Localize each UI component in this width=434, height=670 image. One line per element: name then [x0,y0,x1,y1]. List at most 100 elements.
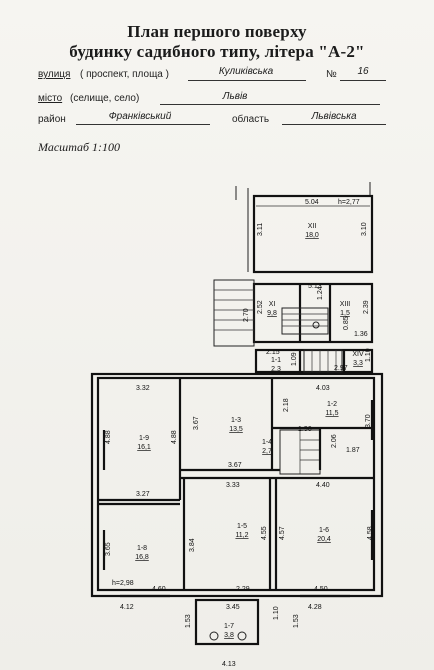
plan-title-line2: будинку садибного типу, літера "А-2" [69,42,365,61]
dimension-label: 2.39 [363,300,370,314]
main-block [90,372,384,598]
dimension-label: 4.88 [105,430,112,444]
dimension-label: 5.04 [305,199,319,206]
city-label: місто [38,93,63,104]
street-label: вулиця [38,69,71,80]
room-number-1-7: 1-7 [224,623,234,630]
dimension-label: 4.13 [222,661,236,668]
city-value: Львів [222,91,248,102]
dimension-label: 1.36 [354,331,368,338]
room-1-1-xiv [254,348,374,374]
dimension-label: 4.50 [314,586,328,593]
plan-title-line1: План першого поверху [127,22,307,41]
dimension-label: 4.58 [367,526,374,540]
dimension-label: 3.32 [136,385,150,392]
dimension-label: 0.85 [343,316,350,330]
room-area-xii: 18,0 [305,232,319,239]
dimension-label: 3.45 [226,604,240,611]
dimension-label: 3.67 [228,462,242,469]
room-xii [235,182,374,274]
dimension-label: h=2,98 [112,580,134,587]
dimension-label: 3.11 [257,223,264,236]
column-symbol [237,631,247,641]
dimension-label: 3.27 [136,491,150,498]
room-number-1-6: 1-6 [319,527,329,534]
number-value: 16 [357,66,369,77]
street-value: Куликівська [218,66,274,77]
dimension-label: 4.03 [316,385,330,392]
dimension-label: 5.13 [308,283,322,290]
fixture-symbol [312,321,320,329]
stair-xiv [303,349,343,373]
room-area-xiii: 1,5 [340,310,350,317]
main-inner-walls [96,376,376,592]
room-area-1-2: 11,5 [325,410,338,417]
external-stairs [213,279,255,347]
city-hint: (селище, село) [70,93,140,104]
room-number-xi: XI [269,301,276,308]
dimension-label: 1.10 [365,348,372,362]
scale-label: Масштаб 1:100 [38,140,121,154]
dimension-label: 2.97 [334,365,348,372]
room-number-xii: XII [308,223,317,230]
dimension-label: 1.09 [291,352,298,366]
dimension-label: 1.53 [185,614,192,628]
dimension-label: 2.29 [236,586,250,593]
region-underline [282,124,386,125]
street-underline [188,80,306,81]
dimension-label: 3.84 [189,538,196,552]
dimension-label: 1.24 [317,286,324,300]
room-number-1-9: 1-9 [139,435,149,442]
dimension-label: 4.55 [261,526,268,540]
room-xi-xiii [252,282,374,344]
dimension-label: 1.10 [273,606,280,620]
dimension-label: 1.87 [346,447,360,454]
room-number-1-4: 1-4 [262,439,272,446]
main-walls [90,372,384,598]
room-number-1-2: 1-2 [327,401,337,408]
dimension-label: 3.10 [361,222,368,236]
stair-block [213,279,255,347]
dimension-label: 4.12 [120,604,134,611]
room-area-1-3: 13,5 [229,426,243,433]
region-value: Львівська [311,111,357,122]
city-underline [160,104,380,105]
room-xii-walls [252,194,374,274]
dimension-label: 2.06 [331,434,338,448]
room-number-1-5: 1-5 [237,523,247,530]
room-number-1-8: 1-8 [137,545,147,552]
dimension-label: 4.88 [171,430,178,444]
room-number-xiv: XIV [352,351,364,358]
dimension-label: 2.52 [257,300,264,314]
region-label: область [232,114,270,125]
room-area-1-7: 3,8 [224,632,234,639]
dimension-label: 4.57 [279,526,286,540]
district-label: район [38,114,66,125]
street-hint: ( проспект, площа ) [80,69,169,80]
dimension-label: 4.28 [308,604,322,611]
column-symbol [209,631,219,641]
dimension-label: 3.33 [226,482,240,489]
room-number-1-1: 1-1 [271,357,281,364]
dimension-label: 3.70 [365,414,372,428]
number-label: № [326,69,337,80]
district-value: Франківський [108,111,172,122]
room-area-xiv: 3,3 [353,360,363,367]
dimension-label: 2.15 [266,349,280,356]
district-underline [76,124,210,125]
room-area-xi: 9,8 [267,310,277,317]
dimension-label: 2.70 [243,308,250,322]
room-number-1-3: 1-3 [231,417,241,424]
dimension-label: 4.40 [316,482,330,489]
room-number-xiii: XIII [340,301,351,308]
dimension-label: 2.18 [283,398,290,412]
room-1-7 [194,598,260,646]
dimension-label: 3.65 [105,542,112,556]
dimension-label: 3.67 [193,416,200,430]
room-area-1-1: 2,3 [271,366,281,373]
stair-xi [281,307,329,335]
room-area-1-5: 11,2 [235,532,248,539]
